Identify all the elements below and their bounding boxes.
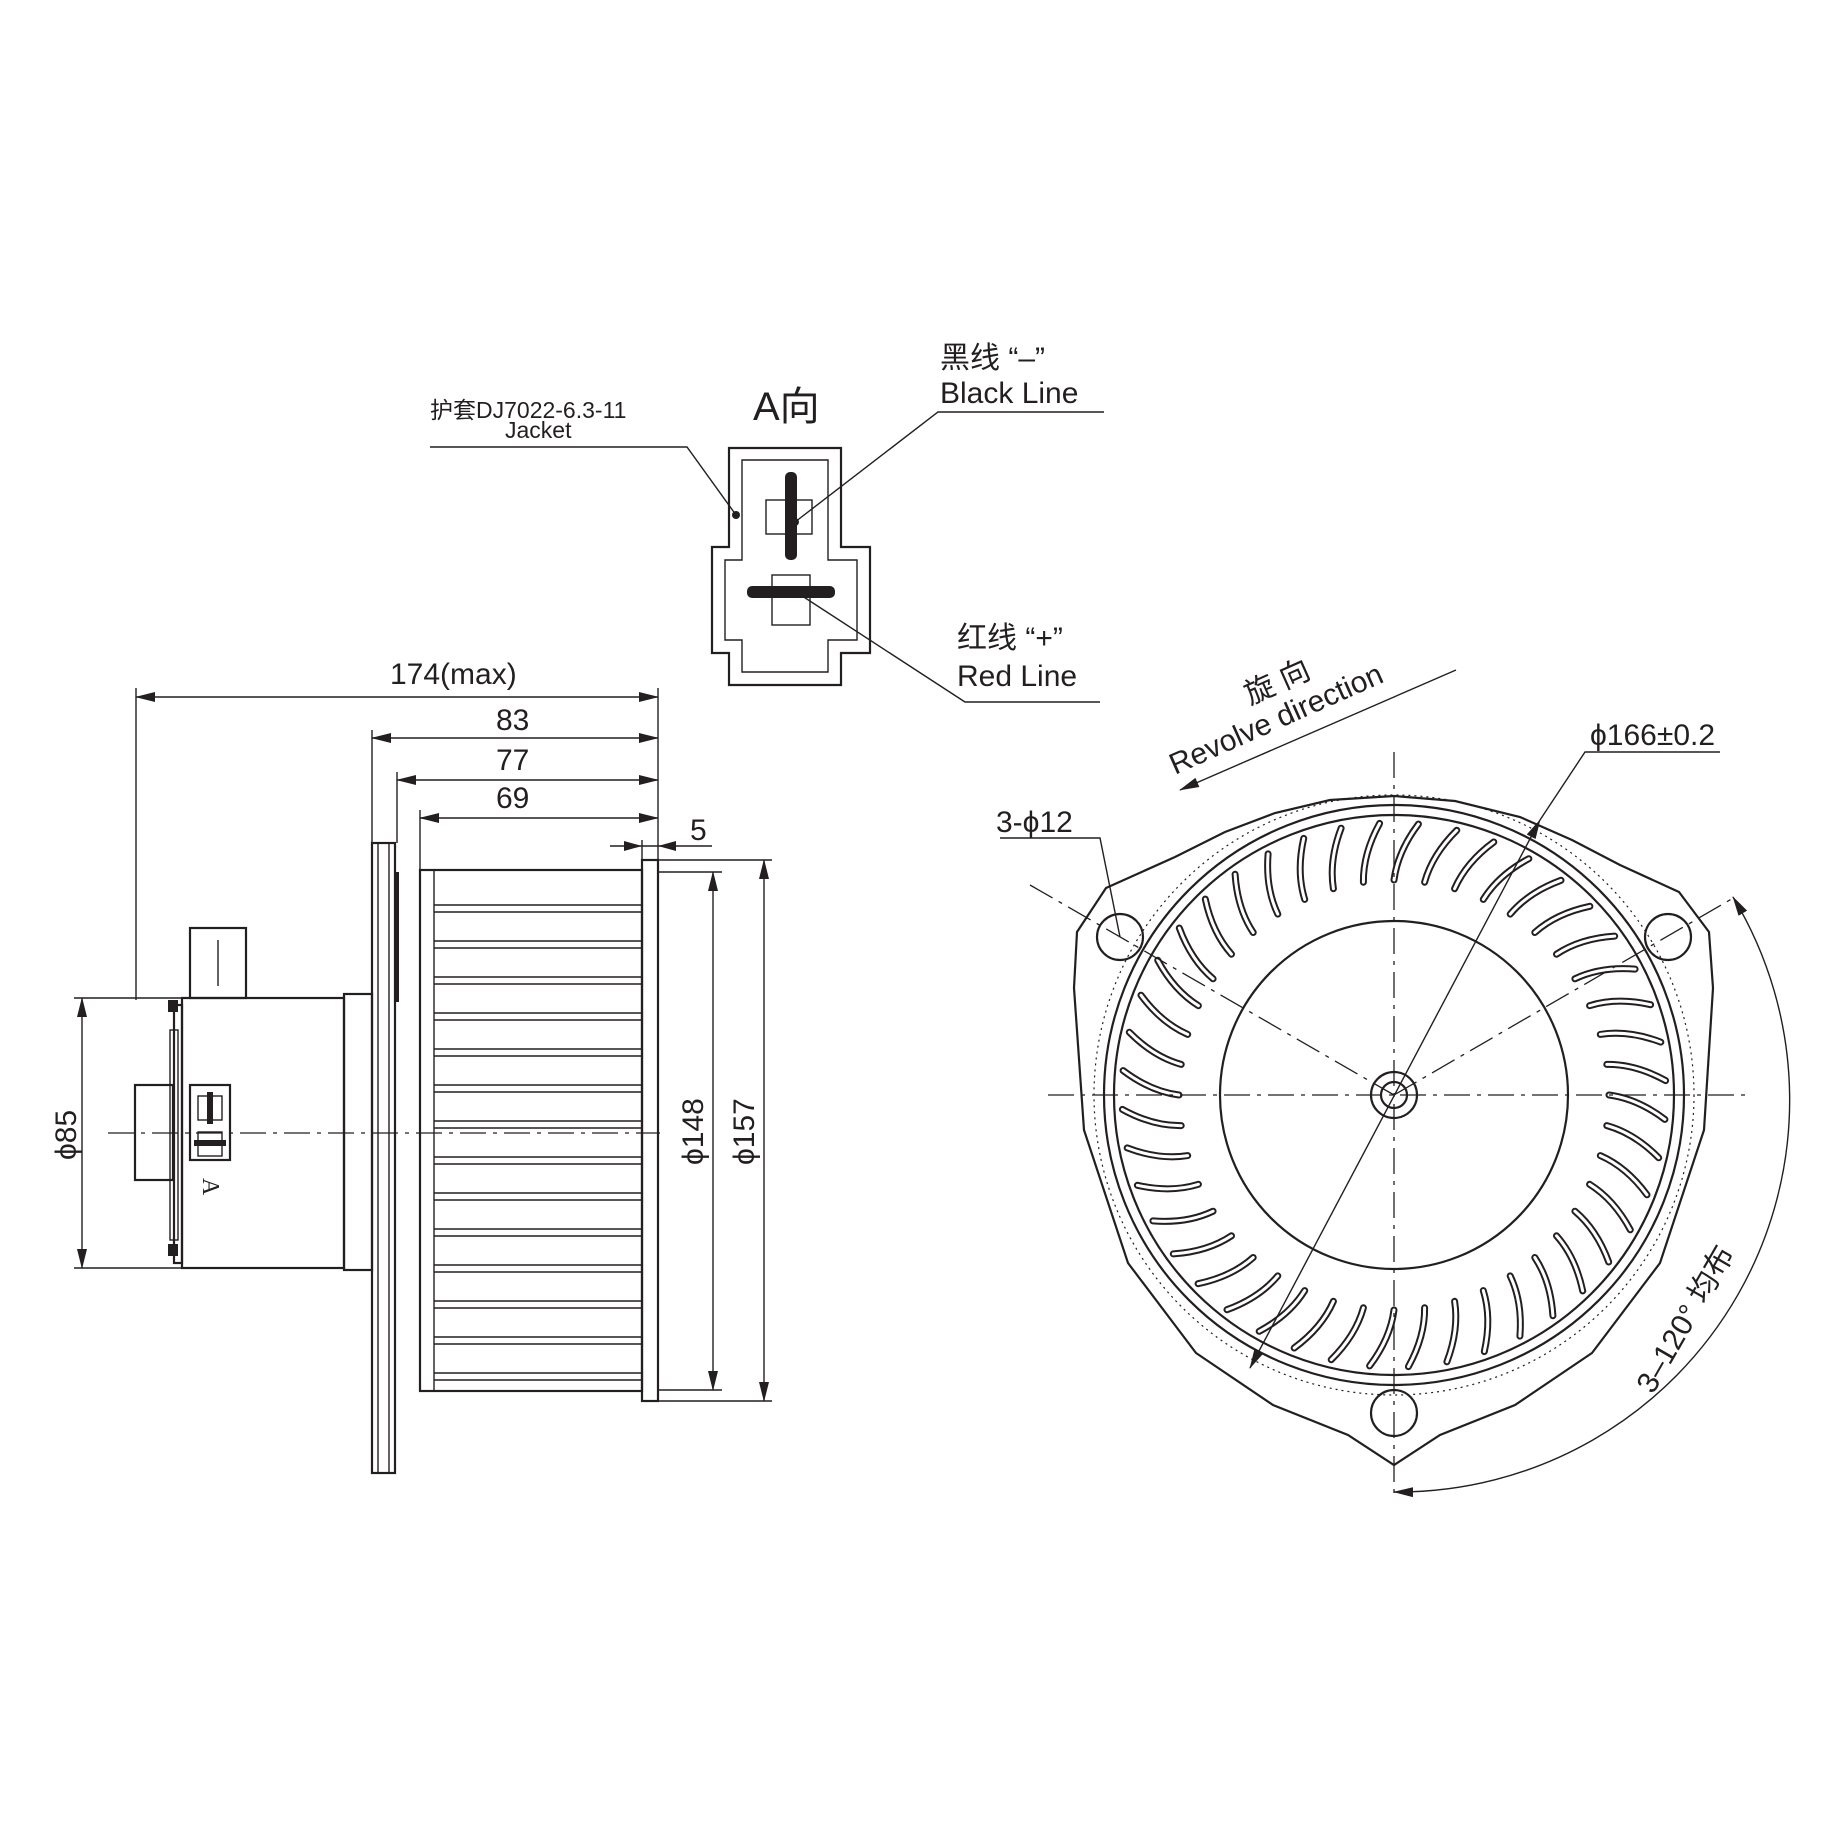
impeller-blade <box>1571 1207 1613 1266</box>
dim-d157-label: ϕ157 <box>728 1098 761 1165</box>
black-terminal <box>785 472 797 560</box>
connector-jacket-inner <box>724 459 858 673</box>
view-a-title: A向 <box>753 385 820 429</box>
dim-77-label: 77 <box>496 744 529 777</box>
dim-5-label: 5 <box>690 814 707 847</box>
impeller-blade <box>1479 855 1533 903</box>
impeller-blade <box>1125 1028 1185 1068</box>
dim-174-label: 174(max) <box>390 658 517 691</box>
impeller-blade <box>1421 826 1461 886</box>
impeller-blade-highlight <box>1177 926 1215 981</box>
dim-d148-label: ϕ148 <box>677 1098 710 1165</box>
connector-jacket-outline <box>710 446 872 687</box>
impeller-blade-highlight <box>1203 897 1233 956</box>
mount-hole-left <box>1095 912 1145 962</box>
dim-d166 <box>1249 819 1541 1369</box>
impeller-blade-highlight <box>1171 1234 1233 1256</box>
impeller-blade <box>1451 838 1498 893</box>
dim-83-label: 83 <box>496 704 529 737</box>
impeller-blade <box>1603 1122 1663 1162</box>
red-line-en-label: Red Line <box>957 660 1077 693</box>
impeller-blade <box>1194 1254 1257 1288</box>
holes-label: 3-ϕ12 <box>996 806 1073 839</box>
red-terminal-housing <box>771 574 811 626</box>
connector-view-a: A向 护套DJ7022-6.3-11 Jacket 黑线 “–” Black L… <box>430 342 1104 703</box>
impeller-blade <box>1154 956 1202 1010</box>
impeller-blade <box>1553 1232 1587 1295</box>
impeller-blade <box>1327 1304 1367 1364</box>
black-line-en-label: Black Line <box>940 377 1078 410</box>
impeller-blade <box>1223 1272 1282 1314</box>
dim-d166-label: ϕ166±0.2 <box>1590 719 1715 752</box>
black-terminal-housing <box>765 499 813 535</box>
impeller-blade <box>1586 1180 1634 1234</box>
impeller-blade <box>1531 902 1594 936</box>
impeller-blade <box>1255 1287 1309 1335</box>
lead-connector <box>188 926 248 1000</box>
impeller-blade <box>1201 895 1235 958</box>
jacket-en-label: Jacket <box>505 417 572 443</box>
impeller-blade-highlight <box>1196 1256 1255 1286</box>
impeller-blade <box>1137 991 1192 1038</box>
red-line-cn-label: 红线 “+” <box>957 622 1063 655</box>
impeller-blade <box>1506 876 1565 918</box>
impeller-blade-highlight <box>1127 1030 1183 1066</box>
dim-d85-label: ϕ85 <box>50 1110 83 1160</box>
impeller-blade-highlight <box>1139 993 1190 1036</box>
wheel-fins <box>434 904 642 1381</box>
view-a-arrow-label: A <box>197 1178 223 1196</box>
impeller-blade <box>1366 1306 1398 1370</box>
impeller-blade <box>1553 932 1619 958</box>
mount-hole-right <box>1643 912 1693 962</box>
side-view: A 174(max) 83 77 69 5 ϕ85 ϕ148 ϕ157 <box>50 658 772 1475</box>
impeller-blade <box>1290 1297 1337 1352</box>
impeller-blade <box>1605 1091 1669 1123</box>
jacket-cn-label: 护套DJ7022-6.3-11 <box>430 397 626 423</box>
impeller-blade <box>1175 924 1217 983</box>
impeller-blade <box>1169 1232 1235 1258</box>
mounting-flange <box>370 841 397 1475</box>
impeller-blade <box>1231 870 1257 936</box>
black-line-cn-label: 黑线 “–” <box>940 342 1045 375</box>
impeller-blade <box>1596 1152 1651 1199</box>
impeller-blade-highlight <box>1135 1182 1200 1191</box>
spacing-label: 3–120° 均布 <box>1630 1240 1740 1398</box>
impeller-blade-highlight <box>1125 1146 1190 1159</box>
revolve-direction-arrow <box>1179 669 1457 791</box>
impeller-blade <box>1390 820 1422 884</box>
impeller-blade <box>1531 1254 1557 1320</box>
impeller-blade-highlight <box>1151 1209 1215 1223</box>
impeller-blade-highlight <box>1156 958 1200 1008</box>
spacing-arc <box>1393 896 1791 1498</box>
impeller-blade-highlight <box>1121 1069 1181 1097</box>
impeller-blade-highlight <box>1120 1107 1183 1128</box>
impeller-blade <box>1119 1067 1183 1099</box>
dim-69-label: 69 <box>496 782 529 815</box>
front-view: ϕ166±0.2 3-ϕ12 旋 向 Revolve direction 3–1… <box>996 653 1791 1498</box>
